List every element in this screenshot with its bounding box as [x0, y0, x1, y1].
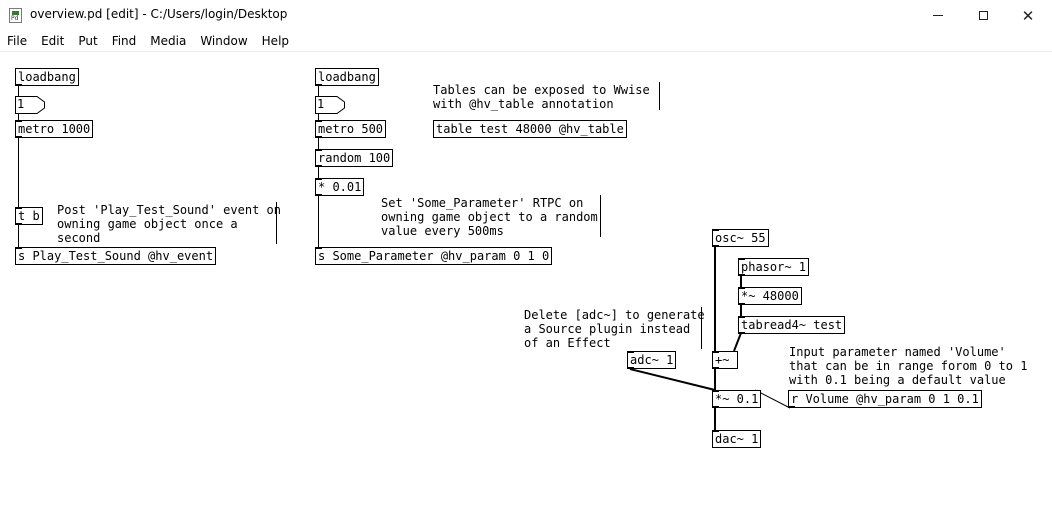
outlet-0[interactable]	[315, 84, 322, 86]
menu-help[interactable]: Help	[261, 34, 290, 48]
loadbang-object-left[interactable]: loadbang	[15, 68, 79, 86]
outlet-0[interactable]	[738, 274, 745, 276]
minimize-icon	[933, 15, 943, 16]
adc-comment-bar	[701, 307, 702, 349]
inlet-0[interactable]	[738, 258, 745, 260]
menu-media[interactable]: Media	[150, 34, 187, 48]
inlet-0[interactable]	[15, 207, 22, 209]
menu-file[interactable]: File	[7, 34, 28, 48]
inlet-0[interactable]	[315, 247, 322, 249]
menu-window[interactable]: Window	[200, 34, 248, 48]
menu-find[interactable]: Find	[111, 34, 137, 48]
maximize-icon	[978, 11, 988, 20]
outlet-0[interactable]	[712, 406, 719, 408]
rtpc-comment-bar	[600, 195, 601, 237]
trigger-object[interactable]: t b	[15, 207, 43, 225]
metro-object-left[interactable]: metro 1000	[15, 120, 94, 138]
osc-object[interactable]: osc~ 55	[712, 229, 769, 247]
outlet-0[interactable]	[315, 165, 322, 167]
outlet-0[interactable]	[712, 245, 719, 247]
send-event-object[interactable]: s Play_Test_Sound @hv_event	[15, 247, 217, 265]
inlet-0[interactable]	[712, 229, 719, 231]
menu-put[interactable]: Put	[78, 34, 98, 48]
inlet-0[interactable]	[712, 351, 719, 353]
inlet-0[interactable]	[712, 390, 719, 392]
inlet-0[interactable]	[738, 316, 745, 318]
inlet-0[interactable]	[315, 120, 322, 122]
add-signal-object[interactable]: +~	[712, 351, 738, 369]
maximize-button[interactable]	[960, 0, 1006, 31]
inlet-0[interactable]	[627, 351, 634, 353]
outlet-0[interactable]	[788, 406, 795, 408]
tables-comment: Tables can be exposed to Wwise with @hv_…	[433, 83, 650, 111]
multiply-48000-object[interactable]: *~ 48000	[738, 287, 802, 305]
multiply-signal-object[interactable]: *~ 0.1	[712, 390, 762, 408]
loadbang-object-mid[interactable]: loadbang	[315, 68, 379, 86]
close-button[interactable]: ✕	[1005, 0, 1051, 31]
outlet-0[interactable]	[738, 332, 745, 334]
event-comment: Post 'Play_Test_Sound' event on owning g…	[57, 203, 281, 245]
rtpc-comment: Set 'Some_Parameter' RTPC on owning game…	[381, 196, 598, 238]
menu-edit[interactable]: Edit	[41, 34, 65, 48]
menu-bar: File Edit Put Find Media Window Help	[0, 31, 1052, 51]
outlet-0[interactable]	[15, 84, 22, 86]
pd-app-icon	[9, 8, 22, 23]
outlet-0[interactable]	[712, 367, 719, 369]
outlet-0[interactable]	[15, 223, 22, 225]
outlet-0[interactable]	[738, 303, 745, 305]
receive-volume-object[interactable]: r Volume @hv_param 0 1 0.1	[788, 390, 982, 408]
table-object[interactable]: table test 48000 @hv_table	[433, 120, 627, 138]
window-title: overview.pd [edit] - C:/Users/login/Desk…	[30, 7, 288, 21]
title-bar: overview.pd [edit] - C:/Users/login/Desk…	[0, 0, 1052, 31]
outlet-0[interactable]	[627, 367, 634, 369]
inlet-0[interactable]	[315, 178, 322, 180]
outlet-0[interactable]	[15, 136, 22, 138]
inlet-0[interactable]	[315, 149, 322, 151]
minimize-button[interactable]	[915, 0, 961, 31]
phasor-object[interactable]: phasor~ 1	[738, 258, 810, 276]
inlet-0[interactable]	[712, 430, 719, 432]
tabread-object[interactable]: tabread4~ test	[738, 316, 846, 334]
number-box-mid[interactable]: 1	[315, 96, 345, 114]
outlet-0[interactable]	[315, 194, 322, 196]
multiply-object[interactable]: * 0.01	[315, 178, 365, 196]
adc-comment: Delete [adc~] to generate a Source plugi…	[524, 308, 705, 350]
number-box-left[interactable]: 1	[15, 96, 45, 114]
inlet-0[interactable]	[738, 287, 745, 289]
close-icon: ✕	[1021, 6, 1035, 25]
volume-comment: Input parameter named 'Volume' that can …	[789, 345, 1028, 387]
metro-object-mid[interactable]: metro 500	[315, 120, 387, 138]
random-object[interactable]: random 100	[315, 149, 394, 167]
event-comment-bar	[276, 202, 277, 244]
send-param-object[interactable]: s Some_Parameter @hv_param 0 1 0	[315, 247, 553, 265]
inlet-0[interactable]	[15, 247, 22, 249]
dac-object[interactable]: dac~ 1	[712, 430, 762, 448]
tables-comment-bar	[659, 82, 660, 110]
outlet-0[interactable]	[315, 136, 322, 138]
adc-object[interactable]: adc~ 1	[627, 351, 677, 369]
inlet-0[interactable]	[15, 120, 22, 122]
